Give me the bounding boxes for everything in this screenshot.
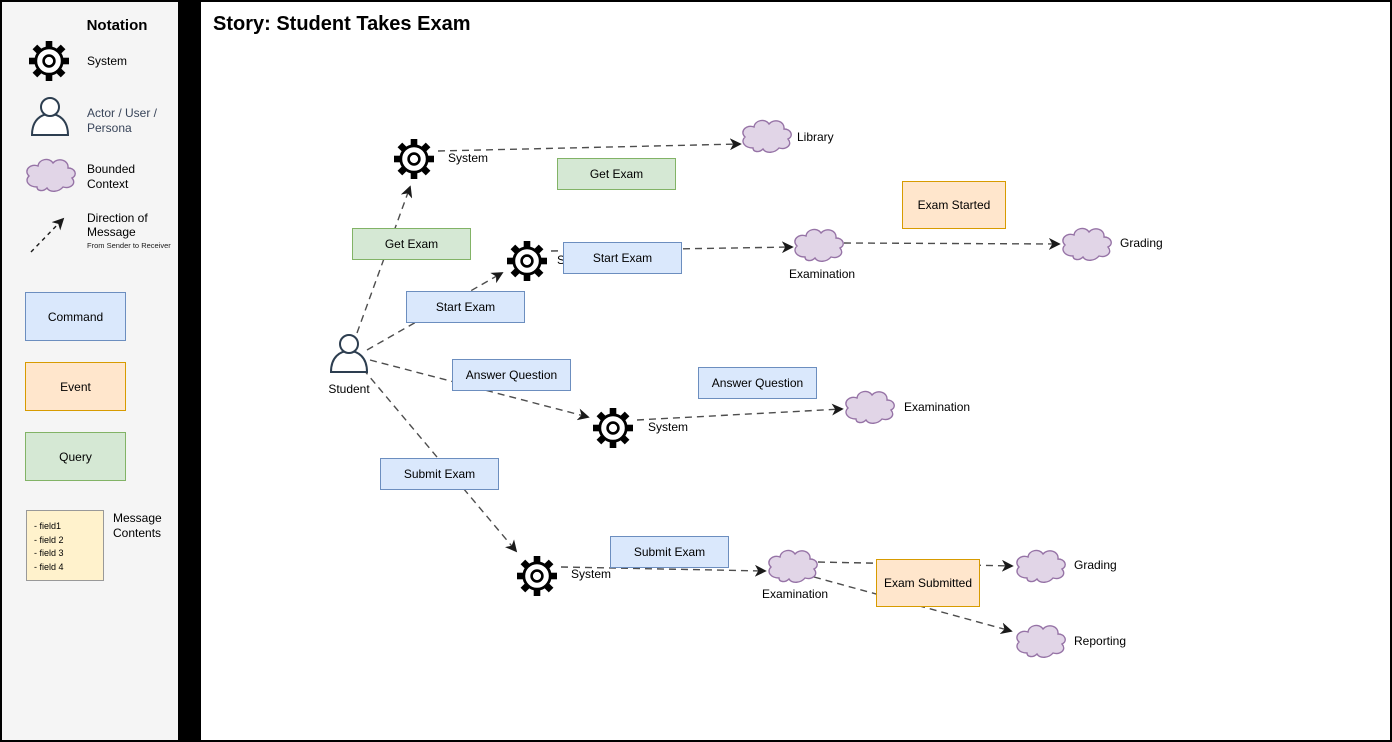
start-exam-command-box-student[interactable]: Start Exam	[406, 291, 525, 323]
examination-label-row3: Examination	[904, 400, 971, 414]
reporting-label: Reporting	[1074, 634, 1127, 648]
get-exam-query-box-student[interactable]: Get Exam	[352, 228, 471, 260]
submit-exam-command-box-student[interactable]: Submit Exam	[380, 458, 499, 490]
note-field-2: - field 2	[34, 534, 64, 545]
legend-message-contents-note[interactable]: - field1 - field 2 - field 3 - field 4	[26, 510, 104, 581]
legend-command-box[interactable]: Command	[25, 292, 126, 341]
legend-direction-label-line1: Direction of	[87, 211, 148, 225]
grading-label-row2: Grading	[1120, 236, 1163, 250]
exam-submitted-event-box[interactable]: Exam Submitted	[876, 559, 980, 607]
system4-label: System	[571, 567, 612, 581]
note-field-1: - field1	[34, 521, 62, 531]
legend-query-box[interactable]: Query	[25, 432, 126, 481]
grading-label-row4: Grading	[1074, 558, 1117, 572]
answer-question-command-box-row3[interactable]: Answer Question	[698, 367, 817, 399]
library-label: Library	[797, 130, 834, 144]
legend-actor-label-line1: Actor / User /	[87, 106, 158, 120]
page-title: Story: Student Takes Exam	[213, 13, 471, 35]
get-exam-query-box-row1[interactable]: Get Exam	[557, 158, 676, 190]
answer-question-command-box-student[interactable]: Answer Question	[452, 359, 571, 391]
legend-direction-label-line2: Message	[87, 225, 136, 239]
examination-label-row2: Examination	[789, 267, 856, 281]
legend-note-label-line1: Message	[113, 511, 162, 525]
note-field-4: - field 4	[34, 561, 64, 572]
legend-note-label-line2: Contents	[113, 526, 162, 540]
legend-system-label: System	[87, 54, 128, 68]
legend-direction-sublabel: From Sender to Receiver	[87, 241, 171, 250]
examination-label-row4: Examination	[762, 587, 829, 601]
note-field-3: - field 3	[34, 548, 64, 558]
legend-actor-label-line2: Persona	[87, 121, 132, 135]
legend-heading: Notation	[86, 17, 148, 34]
system1-label: System	[448, 151, 489, 165]
student-label: Student	[328, 382, 370, 396]
system3-label: System	[648, 420, 689, 434]
exam-started-event-box[interactable]: Exam Started	[902, 181, 1006, 229]
start-exam-command-box-row2[interactable]: Start Exam	[563, 242, 682, 274]
legend-event-box[interactable]: Event	[25, 362, 126, 411]
submit-exam-command-box-row4[interactable]: Submit Exam	[610, 536, 729, 568]
legend-context-label-line1: Bounded	[87, 162, 136, 176]
legend-context-label-line2: Context	[87, 177, 129, 191]
